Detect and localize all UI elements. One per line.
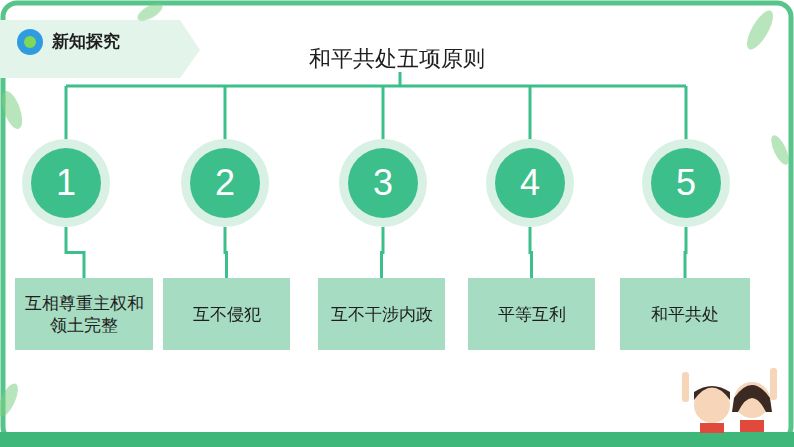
box-text: 和平共处	[651, 303, 719, 325]
connector-line	[530, 227, 532, 278]
section-label: 新知探究	[52, 30, 120, 53]
bottom-band	[0, 432, 794, 447]
box-text: 互不侵犯	[193, 303, 261, 325]
principle-box: 平等互利	[468, 278, 595, 350]
number-circle: 1	[22, 139, 110, 227]
connector-line	[66, 227, 84, 278]
box-text: 平等互利	[498, 303, 566, 325]
principle-box: 和平共处	[620, 278, 750, 350]
circle-number: 4	[520, 162, 540, 204]
connector-line	[225, 227, 227, 278]
number-circle: 5	[642, 139, 730, 227]
box-text: 互相尊重主权和领土完整	[23, 292, 145, 336]
header-icon	[17, 29, 43, 55]
principle-box: 互相尊重主权和领土完整	[15, 278, 153, 350]
principle-box: 互不干涉内政	[318, 278, 445, 350]
principle-box: 互不侵犯	[163, 278, 290, 350]
connector-line	[685, 227, 686, 278]
box-text: 互不干涉内政	[331, 303, 433, 325]
header-tab	[0, 20, 200, 78]
number-circle: 4	[486, 139, 574, 227]
circle-number: 2	[215, 162, 235, 204]
header-icon-dot	[24, 36, 36, 48]
circle-number: 1	[56, 162, 76, 204]
children-illustration	[682, 368, 777, 433]
number-circle: 2	[181, 139, 269, 227]
circle-number: 3	[373, 162, 393, 204]
number-circle: 3	[339, 139, 427, 227]
title-bracket	[66, 72, 686, 140]
circle-number: 5	[676, 162, 696, 204]
connector-line	[382, 227, 384, 278]
